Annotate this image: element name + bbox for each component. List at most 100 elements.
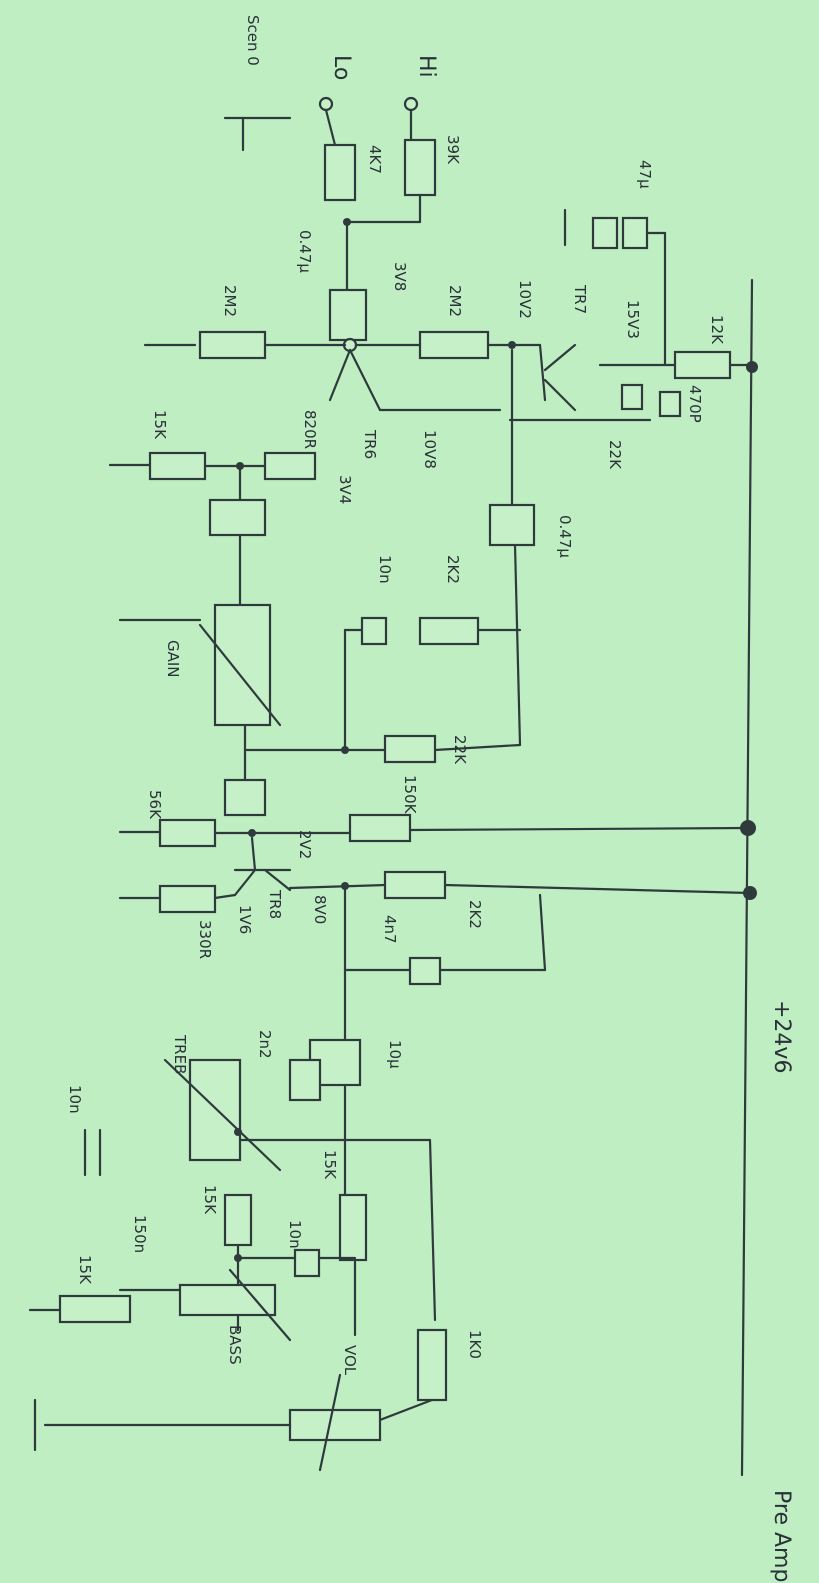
capacitor-10n-a [360,616,388,646]
resistor-820r [263,451,317,481]
resistor-2k2-a [418,616,480,646]
capacitor-470p [658,390,682,418]
gain-wiper [198,623,282,727]
capacitor-coupling [223,778,267,817]
label-2n2: 2n2 [256,1030,274,1059]
label-470p: 470P [686,385,704,423]
wire-22k-b [433,743,522,752]
resistor-39k [403,138,437,197]
label-1k0: 1K0 [466,1330,484,1359]
label-15k-b: 15K [201,1185,219,1215]
wire-1k0-vol [378,1398,434,1422]
resistor-2m2-a [198,330,267,360]
label-10u: 10µ [386,1040,404,1069]
label-4n7: 4n7 [381,915,399,944]
gain-pot [213,603,272,727]
label-820r: 820R [301,410,319,449]
label-0.47u-b: 0.47µ [556,515,574,558]
label-vol: VOL [341,1345,359,1376]
rail-node-top [746,361,758,373]
label-screen: Scen 0 [244,15,262,66]
node-treble [234,1128,242,1136]
capacitor-47u-a [591,216,619,250]
label-0.47u-in: 0.47µ [296,230,314,273]
label-22k-b: 22K [451,735,469,765]
label-2k2-a: 2K2 [444,555,462,584]
label-15k-c: 15K [321,1150,339,1180]
resistor-2m2-b [418,330,490,360]
tr6-collector [348,348,382,412]
wire-330r [213,893,237,900]
tr8-symbol [233,868,292,897]
label-2m2-b: 2M2 [446,285,464,317]
label-bass: BASS [226,1325,244,1365]
resistor-56k [158,818,217,848]
resistor-330r [158,884,217,914]
resistor-15k-d [58,1294,132,1324]
label-2v2: 2V2 [296,830,314,859]
resistor-15k-b [223,1193,253,1247]
treble-wiper [163,1058,282,1172]
label-39k: 39K [444,135,462,165]
label-22k-a: 22K [606,440,624,470]
label-2k2-b: 2K2 [466,900,484,929]
treble-pot [188,1058,242,1162]
label-tr8: TR8 [266,889,284,919]
wire-tr8-base [250,836,257,872]
label-10n-c: 10n [286,1220,304,1249]
label-10v8: 10V8 [421,430,439,469]
resistor-4k7 [323,143,357,202]
label-150n: 150n [131,1215,149,1253]
wire-4n7-up [538,893,547,972]
capacitor-10n-c [293,1248,321,1278]
label-tr7: TR7 [571,284,589,314]
label-supply: +24v6 [769,1000,794,1073]
capacitor-emitter [208,498,267,537]
volume-pot [288,1408,382,1442]
resistor-15k-a [148,451,207,481]
wire-to-1k0 [428,1138,437,1322]
tr7-symbol [538,343,577,412]
wire-lo [324,108,337,147]
label-10n-b: 10n [66,1085,84,1114]
node-tr8-base [248,829,256,837]
label-hi: Hi [414,55,439,78]
label-330r: 330R [196,920,214,959]
label-gain: GAIN [164,640,182,678]
resistor-12k [673,350,732,380]
label-15k-a: 15K [151,410,169,440]
label-10v2: 10V2 [516,280,534,319]
wire-tr8-c [288,883,387,890]
bass-wiper [228,1268,292,1342]
wire-150k-rail [408,826,750,832]
label-8v0: 8V0 [311,895,329,924]
lo-terminal [318,96,334,112]
label-12k: 12K [708,315,726,345]
label-1v6: 1V6 [236,905,254,934]
resistor-15k-c [338,1193,368,1262]
label-47u: 47µ [636,160,654,189]
vol-wiper [318,1373,342,1472]
label-lo: Lo [329,55,354,80]
label-15v3: 15V3 [624,300,642,339]
bass-pot [178,1283,277,1317]
capacitor-0.47u-input [328,288,368,342]
label-3v8: 3V8 [391,262,409,291]
label-tr6: TR6 [361,429,379,459]
label-4k7: 4K7 [366,145,384,174]
wire-2k2-rail [443,883,752,895]
capacitor-0.47u-b [488,503,536,547]
label-10n-a: 10n [376,555,394,584]
resistor-2k2-b [383,870,447,900]
label-150k: 150K [401,775,419,815]
label-3v4: 3V4 [336,475,354,504]
label-2m2-a: 2M2 [221,285,239,317]
tr6-emitter [328,348,352,402]
hi-terminal [403,96,419,112]
capacitor-4n7 [408,956,442,986]
label-15k-d: 15K [76,1255,94,1285]
label-treb: TREB [171,1034,189,1074]
label-56k: 56K [146,790,164,820]
